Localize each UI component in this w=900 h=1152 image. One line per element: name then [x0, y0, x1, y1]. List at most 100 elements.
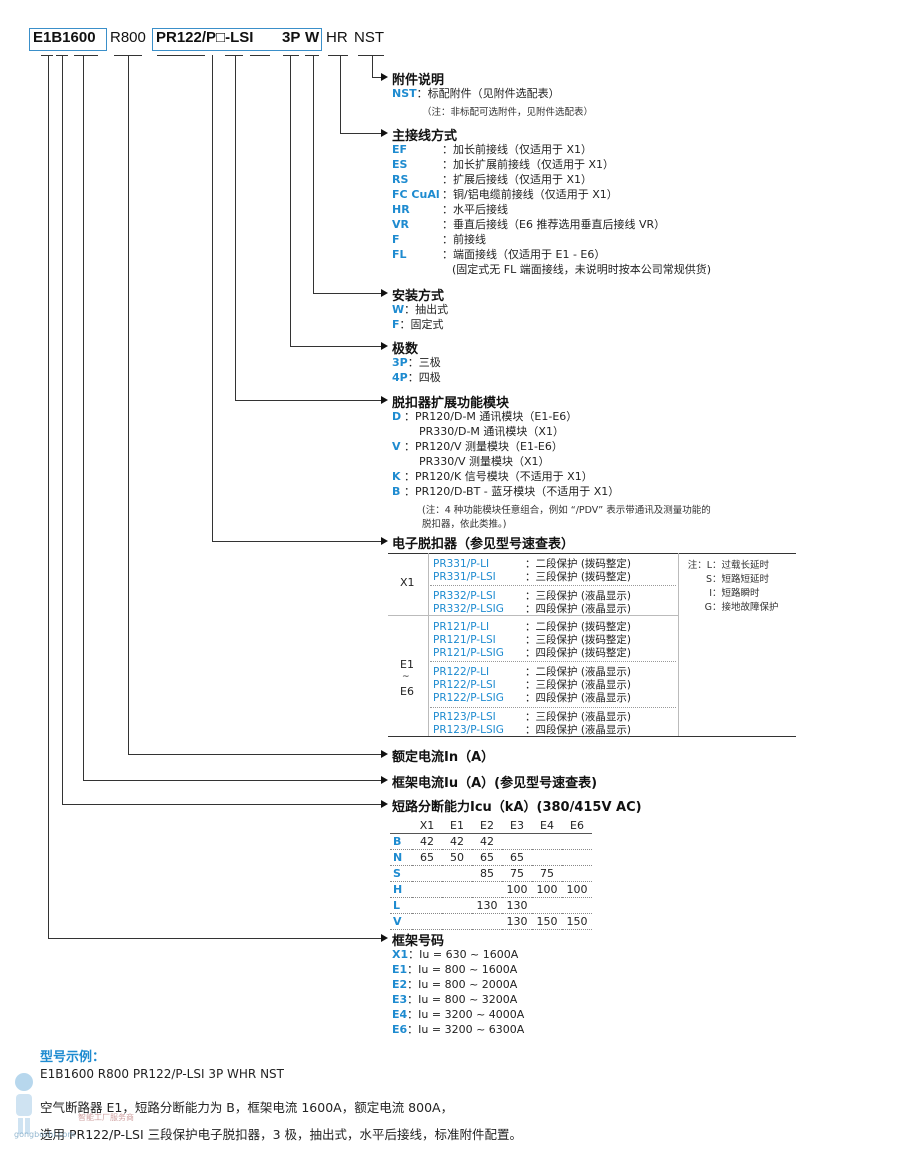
list-item: E4：Iu = 3200 ~ 4000A	[392, 1008, 525, 1021]
table-row: PR123/P-LSIG：四段保护 (液晶显示)	[433, 724, 632, 736]
table-row: PR332/P-LSIG：四段保护 (液晶显示)	[433, 603, 632, 615]
list-item: X1：Iu = 630 ~ 1600A	[392, 948, 519, 961]
mounting-title: 安装方式	[392, 289, 445, 304]
list-item: HR：水平后接线	[392, 203, 508, 216]
list-item: FC CuAl：铜/铝电缆前接线（仅适用于 X1）	[392, 188, 618, 201]
table-header-cell: E6	[562, 818, 592, 834]
table-cell	[562, 849, 592, 866]
table-cell	[412, 881, 442, 898]
table-cell: 150	[532, 913, 562, 930]
arrow-poles-icon	[381, 342, 388, 350]
table-row: PR121/P-LSI：三段保护 (拨码整定)	[433, 634, 632, 646]
frame-title: 框架号码	[392, 934, 445, 949]
table-cell: 150	[562, 913, 592, 930]
table-cell	[502, 833, 532, 850]
list-item: V：PR120/V 测量模块（E1-E6）	[392, 440, 563, 453]
table-cell: 65	[502, 849, 532, 866]
table-cell	[562, 833, 592, 850]
table-cell: 42	[412, 833, 442, 850]
frame-current-title: 框架电流Iu（A）(参见型号速查表)	[392, 776, 598, 791]
table-cell: 75	[532, 865, 562, 882]
list-item: F：固定式	[392, 318, 444, 331]
table-cell	[472, 913, 502, 930]
list-item: B：PR120/D-BT - 蓝牙模块（不适用于 X1）	[392, 485, 620, 498]
table-header-cell	[390, 818, 412, 834]
table-cell	[442, 881, 472, 898]
group-e6: E6	[400, 685, 414, 698]
example-line-1: 空气断路器 E1，短路分断能力为 B，框架电流 1600A，额定电流 800A，	[40, 1100, 454, 1115]
modules-title: 脱扣器扩展功能模块	[392, 396, 510, 411]
example-code: E1B1600 R800 PR122/P-LSI 3P WHR NST	[40, 1067, 284, 1081]
table-row-key: V	[390, 913, 412, 930]
table-row: PR121/P-LSIG：四段保护 (拨码整定)	[433, 647, 632, 659]
code-acc: NST	[354, 29, 384, 46]
modules-note-1: (注：4 种功能模块任意组合，例如 “/PDV” 表示带通讯及测量功能的	[422, 505, 711, 516]
table-cell	[532, 833, 562, 850]
table-cell	[412, 865, 442, 882]
breaking-title: 短路分断能力Icu（kA）(380/415V AC)	[392, 800, 642, 815]
table-cell	[472, 881, 502, 898]
accessories-title: 附件说明	[392, 73, 445, 88]
table-cell	[532, 897, 562, 914]
table-cell	[442, 865, 472, 882]
list-item: 4P：四极	[392, 371, 441, 384]
modules-note-2: 脱扣器，依此类推。)	[422, 519, 507, 530]
group-dash: ~	[402, 672, 410, 682]
list-item: VR：垂直后接线（E6 推荐选用垂直后接线 VR）	[392, 218, 666, 231]
line-text: 标配附件（见附件选配表）	[427, 87, 560, 100]
poles-title: 极数	[392, 342, 419, 357]
table-cell: 100	[502, 881, 532, 898]
code-current: R800	[110, 29, 146, 46]
code-box-trip	[152, 28, 322, 51]
arrow-term-icon	[381, 129, 388, 137]
code-box-frame	[29, 28, 107, 51]
table-cell: 50	[442, 849, 472, 866]
list-item: RS：扩展后接线（仅适用于 X1）	[392, 173, 593, 186]
table-row: PR331/P-LI：二段保护 (拨码整定)	[433, 558, 632, 570]
code-trip: PR122/P□-LSI	[156, 29, 254, 46]
list-item: 3P：三极	[392, 356, 441, 369]
table-row-key: B	[390, 833, 412, 850]
table-header-cell: X1	[412, 818, 442, 834]
list-item: PR330/V 测量模块（X1）	[419, 455, 550, 468]
list-item: PR330/D-M 通讯模块（X1）	[419, 425, 564, 438]
arrow-framecur-icon	[381, 776, 388, 784]
terminals-title: 主接线方式	[392, 129, 458, 144]
code-mount: W	[305, 29, 320, 46]
table-header-cell: E3	[502, 818, 532, 834]
arrow-modules-icon	[381, 396, 388, 404]
table-cell	[442, 897, 472, 914]
table-row: PR331/P-LSI：三段保护 (拨码整定)	[433, 571, 632, 583]
table-row-key: L	[390, 897, 412, 914]
arrow-acc-icon	[381, 73, 388, 81]
table-row: PR121/P-LI：二段保护 (拨码整定)	[433, 621, 632, 633]
table-cell	[442, 913, 472, 930]
table-cell: 75	[502, 865, 532, 882]
table-row-key: N	[390, 849, 412, 866]
example-title: 型号示例：	[40, 1050, 106, 1065]
group-e1: E1	[400, 658, 414, 671]
list-item: (固定式无 FL 端面接线，未说明时按本公司常规供货)	[452, 263, 712, 276]
arrow-trip-icon	[381, 537, 388, 545]
table-row: PR122/P-LI：二段保护 (液晶显示)	[433, 666, 632, 678]
list-item: E2：Iu = 800 ~ 2000A	[392, 978, 518, 991]
table-row: PR122/P-LSIG：四段保护 (液晶显示)	[433, 692, 632, 704]
table-cell: 130	[502, 913, 532, 930]
list-item: K：PR120/K 信号模块（不适用于 X1）	[392, 470, 593, 483]
list-item: EF：加长前接线（仅适用于 X1）	[392, 143, 593, 156]
code-poles: 3P	[282, 29, 301, 46]
table-row: PR123/P-LSI：三段保护 (液晶显示)	[433, 711, 632, 723]
table-header-cell: E2	[472, 818, 502, 834]
table-cell: 85	[472, 865, 502, 882]
table-row: PR332/P-LSI：三段保护 (液晶显示)	[433, 590, 632, 602]
example-line-2: 选用 PR122/P-LSI 三段保护电子脱扣器，3 极，抽出式，水平后接线，标…	[40, 1127, 523, 1142]
arrow-frame-icon	[381, 934, 388, 942]
table-cell	[562, 897, 592, 914]
trip-units-title: 电子脱扣器（参见型号速查表）	[392, 537, 575, 552]
arrow-rated-icon	[381, 750, 388, 758]
